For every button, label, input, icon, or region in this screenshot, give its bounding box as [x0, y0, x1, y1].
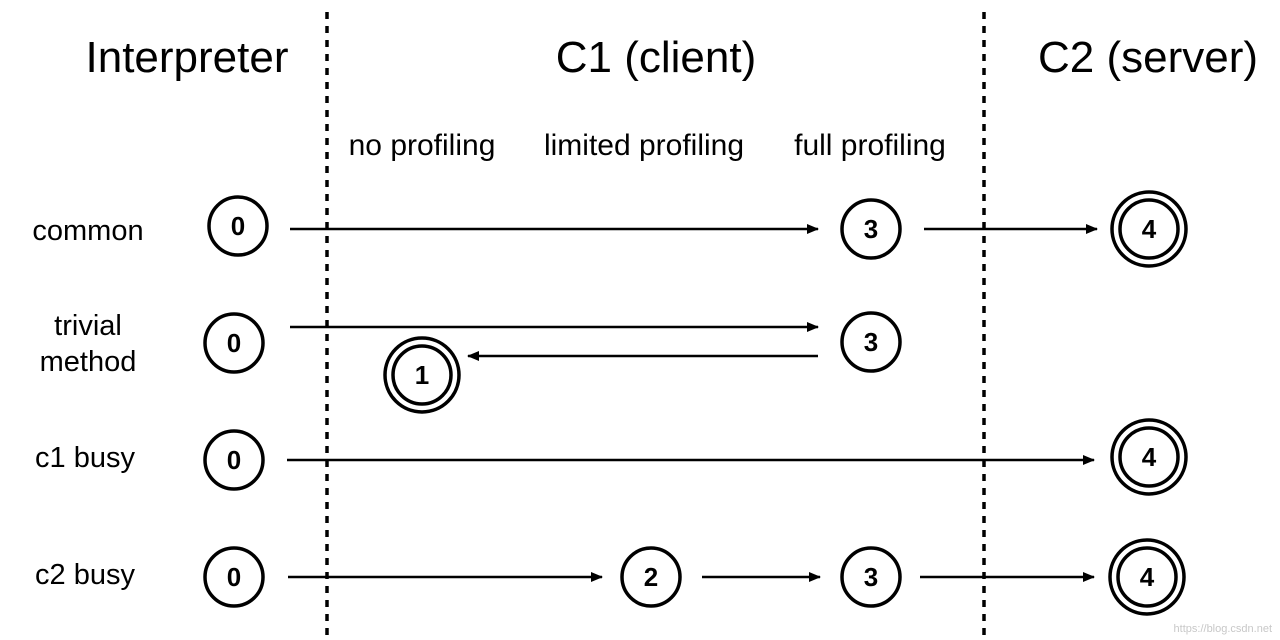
svg-text:4: 4 [1142, 214, 1157, 244]
subheader-no-profiling: no profiling [349, 129, 496, 162]
svg-text:0: 0 [227, 562, 241, 592]
header-c1-client: C1 (client) [556, 33, 757, 82]
row-label-method: method [40, 346, 137, 378]
row-trivial-method: 0 3 1 [203, 311, 902, 414]
state-node-3: 3 [840, 198, 902, 260]
subheader-full-profiling: full profiling [794, 129, 946, 162]
row-common: 0 3 4 [207, 190, 1188, 268]
row-c1-busy: 0 4 [203, 418, 1188, 496]
state-node-2: 2 [620, 546, 682, 608]
svg-text:3: 3 [864, 562, 878, 592]
state-node-0: 0 [203, 546, 265, 608]
state-node-3: 3 [840, 311, 902, 373]
state-node-0: 0 [203, 429, 265, 491]
final-state-node-4: 4 [1110, 190, 1188, 268]
state-node-3: 3 [840, 546, 902, 608]
row-label-c2-busy: c2 busy [35, 559, 135, 591]
header-c2-server: C2 (server) [1038, 33, 1258, 82]
row-label-trivial: trivial [54, 310, 122, 342]
header-interpreter: Interpreter [86, 33, 289, 82]
row-label-c1-busy: c1 busy [35, 442, 135, 474]
final-state-node-4: 4 [1110, 418, 1188, 496]
watermark: https://blog.csdn.net [1174, 623, 1272, 635]
svg-text:2: 2 [644, 562, 658, 592]
final-state-node-4: 4 [1108, 538, 1186, 616]
row-label-common: common [32, 215, 143, 247]
svg-text:0: 0 [227, 328, 241, 358]
svg-text:0: 0 [227, 445, 241, 475]
svg-text:3: 3 [864, 327, 878, 357]
svg-text:3: 3 [864, 214, 878, 244]
subheader-limited-profiling: limited profiling [544, 129, 744, 162]
svg-text:4: 4 [1140, 562, 1155, 592]
row-c2-busy: 0 2 3 4 [203, 538, 1186, 616]
state-node-0: 0 [203, 312, 265, 374]
svg-text:0: 0 [231, 211, 245, 241]
final-state-node-1: 1 [383, 336, 461, 414]
svg-text:1: 1 [415, 360, 429, 390]
state-node-0: 0 [207, 195, 269, 257]
svg-text:4: 4 [1142, 442, 1157, 472]
